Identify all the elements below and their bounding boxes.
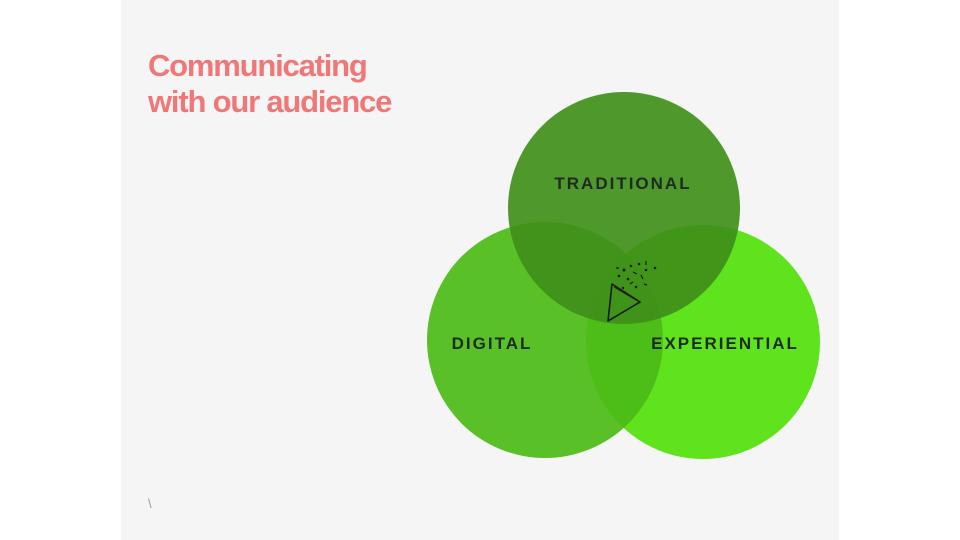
party-popper-icon (607, 261, 657, 322)
title-line-1: Communicating (148, 48, 368, 83)
corner-mark: \ (148, 496, 152, 511)
venn-label-traditional: TRADITIONAL (554, 174, 691, 193)
venn-label-experiential: EXPERIENTIAL (651, 334, 799, 353)
venn-label-digital: DIGITAL (452, 334, 533, 353)
venn-circle-traditional (508, 92, 740, 324)
slide-title: Communicating with our audience (148, 48, 392, 120)
title-line-2: with our audience (148, 84, 392, 119)
